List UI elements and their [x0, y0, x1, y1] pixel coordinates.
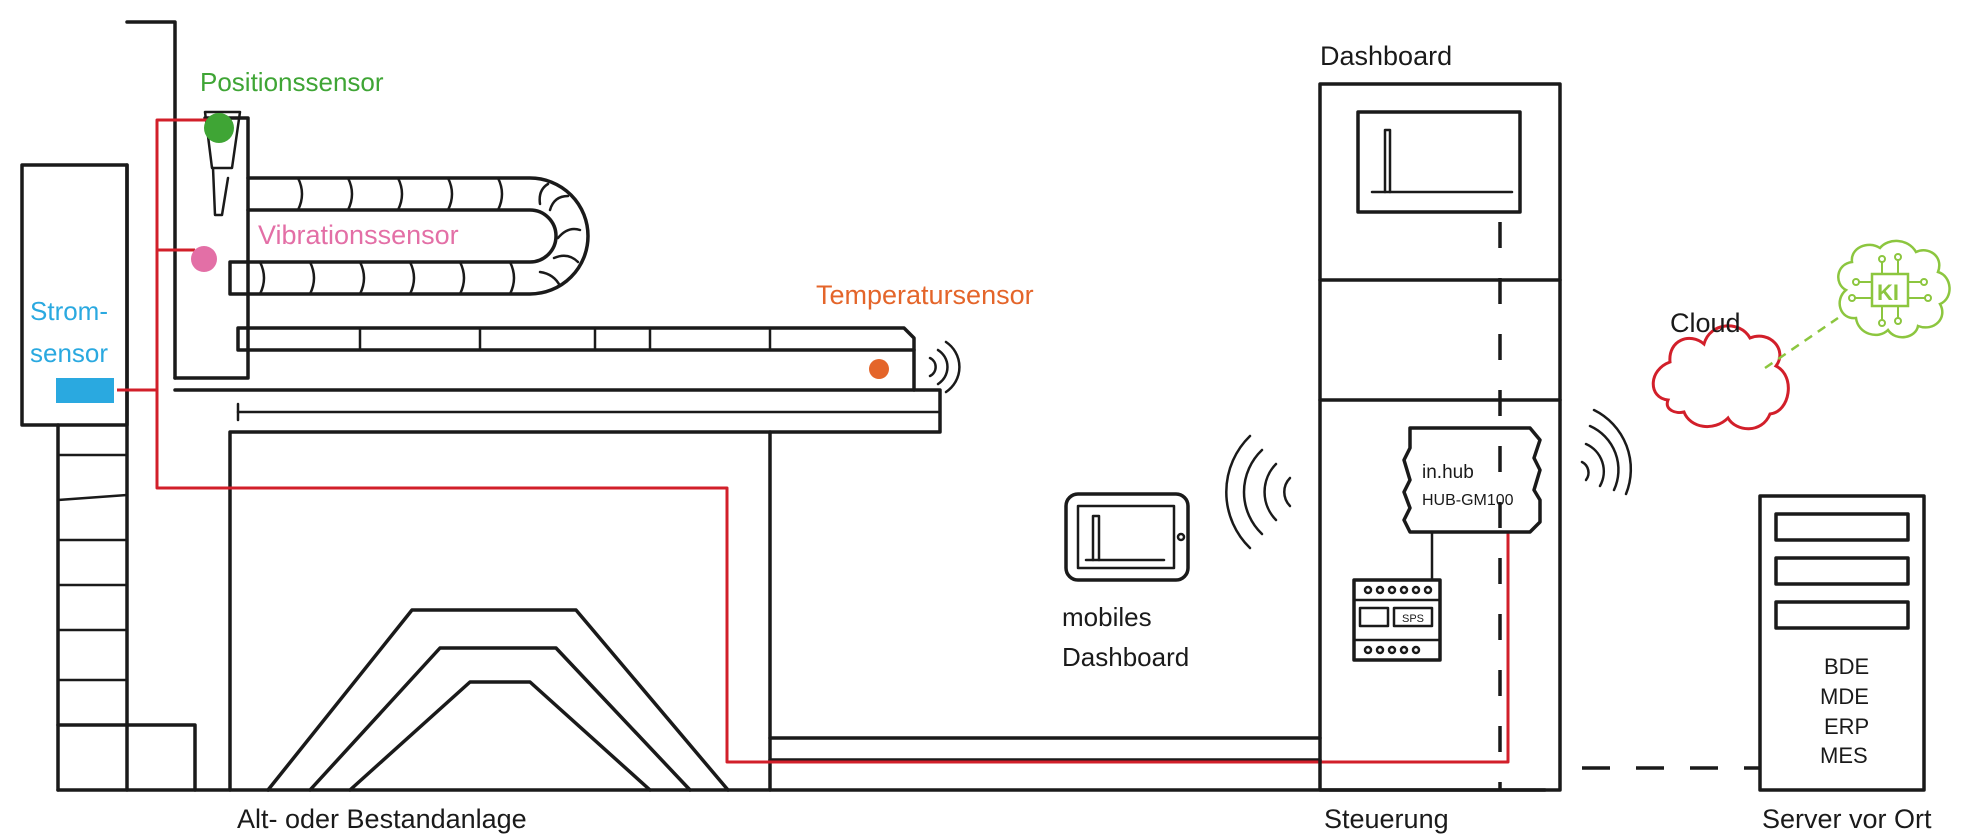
cloud-label: Cloud	[1670, 308, 1741, 338]
hub-label-2: HUB-GM100	[1422, 492, 1514, 509]
temperature-sensor-dot	[869, 359, 889, 379]
mobile-dashboard: mobiles Dashboard	[1062, 492, 1190, 672]
server-label: Server vor Ort	[1762, 804, 1932, 834]
current-sensor: Strom- sensor	[30, 296, 114, 403]
position-sensor-dot	[204, 113, 234, 143]
current-sensor-label-2: sensor	[30, 338, 108, 368]
dashboard-label: Dashboard	[1320, 41, 1452, 71]
mobile-dashboard-label-1: mobiles	[1062, 602, 1152, 632]
brain-circuit-icon: KI	[1837, 239, 1951, 339]
in-hub-device: in.hub HUB-GM100	[1402, 426, 1542, 534]
cable-chain	[228, 176, 590, 296]
vibration-sensor-dot	[191, 246, 217, 272]
control-label: Steuerung	[1324, 804, 1449, 834]
server-system-erp: ERP	[1824, 714, 1869, 739]
rail	[173, 326, 942, 792]
position-sensor: Positionssensor	[200, 67, 384, 143]
server-system-bde: BDE	[1824, 654, 1869, 679]
plc-label: SPS	[1402, 613, 1424, 625]
wifi-icon	[1225, 434, 1292, 550]
plc-box	[1352, 578, 1442, 662]
server-cabinet	[1758, 494, 1926, 792]
control-cabinet-right: Dashboard in.hub HUB-GM100 SPS Steuerung	[1318, 41, 1562, 834]
mobile-dashboard-label-2: Dashboard	[1062, 642, 1189, 672]
cloud: Cloud	[1651, 308, 1790, 431]
tablet-icon	[1064, 492, 1190, 582]
machine-arch	[266, 608, 730, 792]
cloud-icon	[1651, 324, 1790, 431]
cabinet-outline	[1318, 82, 1562, 792]
current-sensor-box	[56, 378, 114, 403]
machine-column	[125, 20, 177, 380]
server-icon: BDE MDE ERP MES	[1758, 494, 1926, 792]
server-system-mde: MDE	[1820, 684, 1869, 709]
machine	[20, 20, 1547, 792]
wifi-icon	[928, 340, 961, 394]
wifi-icon	[1580, 408, 1633, 496]
server-system-mes: MES	[1820, 743, 1868, 768]
sensor-wiring	[117, 118, 1510, 764]
dashboard-screen	[1356, 110, 1522, 214]
vibration-sensor-label: Vibrationssensor	[258, 220, 459, 250]
temperature-sensor: Temperatursensor	[816, 280, 1034, 394]
ai-label: KI	[1877, 280, 1899, 305]
position-sensor-label: Positionssensor	[200, 67, 384, 97]
plc-device: SPS	[1352, 578, 1442, 662]
temperature-sensor-label: Temperatursensor	[816, 280, 1034, 310]
hub-label-1: in.hub	[1422, 462, 1474, 483]
machine-label: Alt- oder Bestandanlage	[237, 804, 527, 834]
vibration-sensor: Vibrationssensor	[191, 220, 459, 272]
current-sensor-label-1: Strom-	[30, 296, 108, 326]
